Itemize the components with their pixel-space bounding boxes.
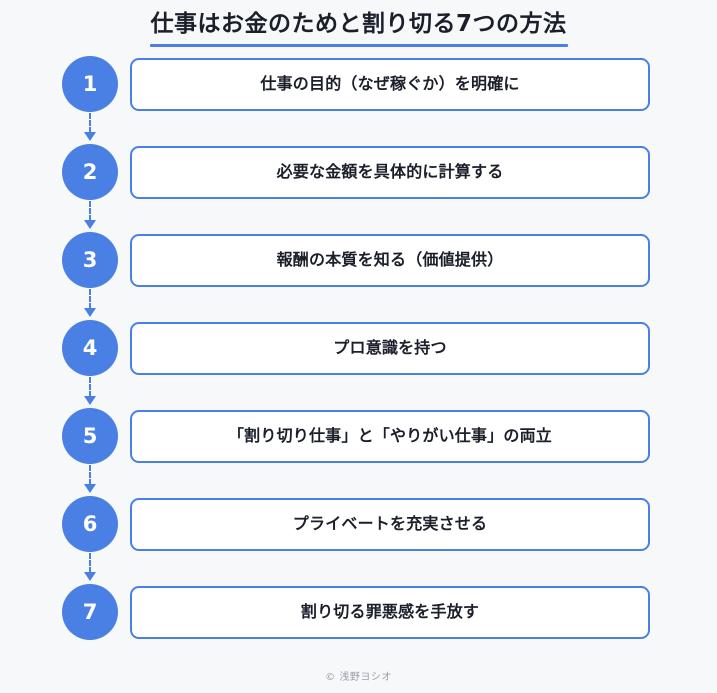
connector-arrow-icon <box>83 111 97 146</box>
connector-arrow-icon <box>83 551 97 586</box>
step-row: 5 「割り切り仕事」と「やりがい仕事」の両立 <box>0 408 717 493</box>
connector-arrow-icon <box>83 375 97 410</box>
connector-arrow-icon <box>83 463 97 498</box>
step-label: 割り切る罪悪感を手放す <box>300 601 480 621</box>
step-box: プライベートを充実させる <box>130 497 650 551</box>
step-number-badge: 4 <box>62 320 118 377</box>
title-block: 仕事はお金のためと割り切る7つの方法 <box>0 0 717 47</box>
step-box: 仕事の目的（なぜ稼ぐか）を明確に <box>130 57 650 111</box>
step-row: 4 プロ意識を持つ <box>0 320 717 405</box>
arrow-down-icon <box>84 307 96 317</box>
step-number-badge: 5 <box>62 408 118 465</box>
step-box: 必要な金額を具体的に計算する <box>130 145 650 199</box>
step-box: 報酬の本質を知る（価値提供） <box>130 233 650 287</box>
connector-line <box>89 112 91 133</box>
connector-line <box>89 288 91 309</box>
connector-line <box>89 464 91 485</box>
arrow-down-icon <box>84 395 96 405</box>
arrow-down-icon <box>84 571 96 581</box>
copyright-credit: © 浅野ヨシオ <box>325 672 392 683</box>
connector-arrow-icon <box>83 199 97 234</box>
connector-line <box>89 200 91 221</box>
title-underline <box>149 43 568 47</box>
step-number-badge: 1 <box>62 56 118 113</box>
arrow-down-icon <box>84 131 96 141</box>
step-number-badge: 7 <box>62 584 118 641</box>
footer: © 浅野ヨシオ <box>0 665 717 684</box>
step-label: プロ意識を持つ <box>333 337 447 357</box>
arrow-down-icon <box>84 219 96 229</box>
step-row: 3 報酬の本質を知る（価値提供） <box>0 232 717 317</box>
step-label: 報酬の本質を知る（価値提供） <box>276 249 504 269</box>
step-label: 仕事の目的（なぜ稼ぐか）を明確に <box>260 73 520 93</box>
step-number-badge: 6 <box>62 496 118 553</box>
step-row: 2 必要な金額を具体的に計算する <box>0 144 717 229</box>
step-box: 「割り切り仕事」と「やりがい仕事」の両立 <box>130 409 650 463</box>
step-number-badge: 2 <box>62 144 118 201</box>
step-row: 7 割り切る罪悪感を手放す <box>0 584 717 641</box>
step-number-badge: 3 <box>62 232 118 289</box>
step-list: 1 仕事の目的（なぜ稼ぐか）を明確に 2 必要な金額を具体的に計算する 3 報酬… <box>0 56 717 641</box>
connector-line <box>89 552 91 573</box>
step-box: 割り切る罪悪感を手放す <box>130 585 650 639</box>
arrow-down-icon <box>84 483 96 493</box>
connector-line <box>89 376 91 397</box>
page-title: 仕事はお金のためと割り切る7つの方法 <box>150 11 567 37</box>
step-label: 「割り切り仕事」と「やりがい仕事」の両立 <box>227 425 552 445</box>
step-row: 6 プライベートを充実させる <box>0 496 717 581</box>
step-row: 1 仕事の目的（なぜ稼ぐか）を明確に <box>0 56 717 141</box>
step-label: プライベートを充実させる <box>292 513 488 533</box>
step-label: 必要な金額を具体的に計算する <box>276 161 504 181</box>
step-box: プロ意識を持つ <box>130 321 650 375</box>
connector-arrow-icon <box>83 287 97 322</box>
